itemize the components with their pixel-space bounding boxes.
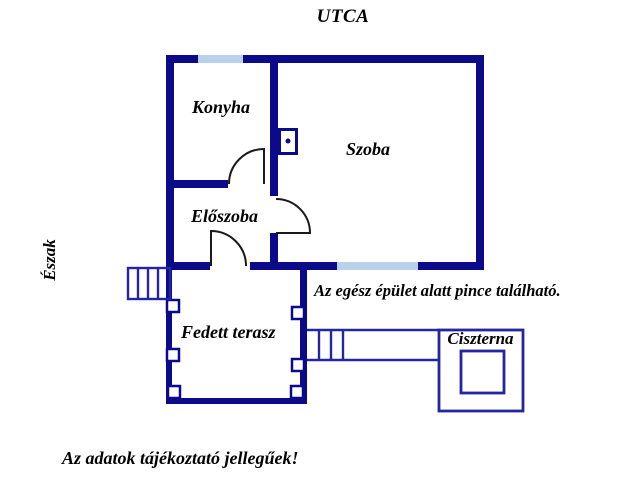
room-label-terrace: Fedett terasz xyxy=(181,322,276,342)
wall-divider-horizontal xyxy=(166,180,228,188)
wall-divider-vertical-lower xyxy=(270,233,278,270)
cistern-outer xyxy=(437,328,525,413)
building-walls xyxy=(166,55,484,270)
stairs-walkway-right xyxy=(307,328,440,362)
door-arcs xyxy=(210,147,312,267)
stairs-left xyxy=(126,266,172,301)
wall-bottom xyxy=(166,262,484,270)
cistern-label: Ciszterna xyxy=(447,329,514,348)
door-kitchen xyxy=(228,147,265,185)
disclaimer-note: Az adatok tájékoztató jellegűek! xyxy=(62,448,299,468)
room-label-hallway: Előszoba xyxy=(191,206,259,226)
room-label-living-room: Szoba xyxy=(346,139,391,159)
basement-note: Az egész épület alatt pince található. xyxy=(314,281,561,300)
chimney-dot xyxy=(285,138,291,144)
cistern-structure xyxy=(437,328,525,413)
terrace-pillars xyxy=(165,298,306,400)
pillar xyxy=(289,384,305,400)
door-hall-terrace xyxy=(210,229,247,267)
terrace-wall-left xyxy=(166,270,172,404)
door-room xyxy=(275,198,312,234)
room-label-kitchen: Konyha xyxy=(192,97,251,117)
terrace-wall-bottom xyxy=(166,398,307,404)
wall-top xyxy=(166,55,484,63)
window-room xyxy=(337,262,418,270)
terrace-walls xyxy=(166,270,307,404)
wall-divider-vertical-upper xyxy=(270,55,278,196)
pillar xyxy=(165,347,181,363)
wall-left xyxy=(166,55,174,270)
north-label: Észak xyxy=(40,239,59,281)
window-kitchen xyxy=(198,55,243,63)
terrace-wall-right xyxy=(300,270,307,404)
cistern-inner xyxy=(459,349,506,395)
pillar xyxy=(165,298,181,314)
street-label: UTCA xyxy=(316,6,370,27)
pillar xyxy=(166,384,182,400)
door-opening-terrace xyxy=(210,262,250,270)
wall-right xyxy=(476,55,484,270)
pillar xyxy=(290,305,306,321)
pillar xyxy=(290,357,306,373)
